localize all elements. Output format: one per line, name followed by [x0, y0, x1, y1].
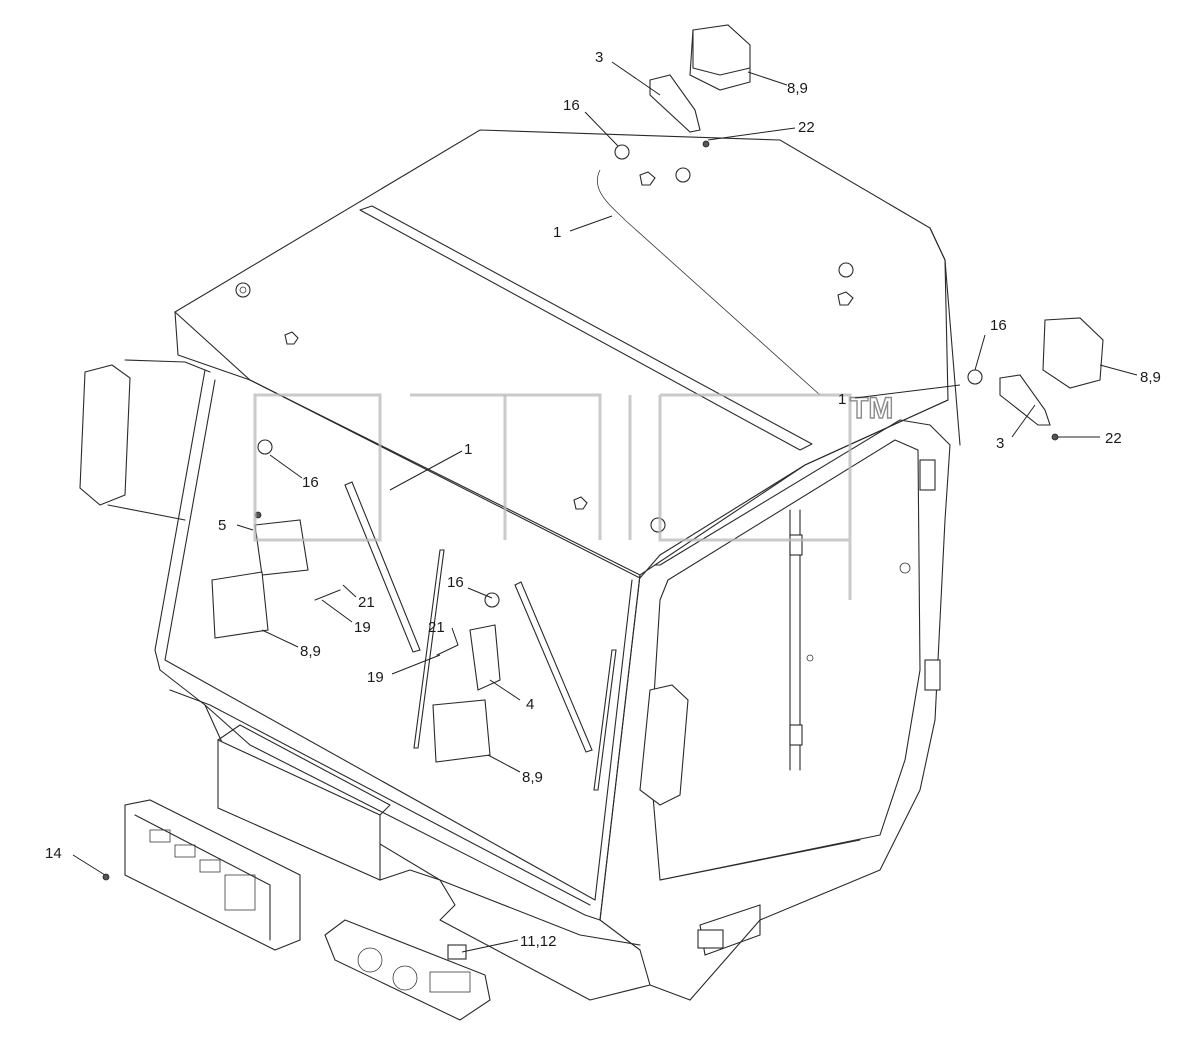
- fastener-14: [102, 873, 110, 881]
- callout-1-top: 1: [553, 224, 561, 241]
- callout-5: 5: [218, 517, 226, 534]
- callout-22-right: 22: [1105, 430, 1122, 447]
- callout-16-top: 16: [563, 97, 580, 114]
- callout-1-right: 1: [838, 391, 846, 408]
- callout-8-9-top: 8,9: [787, 80, 808, 97]
- callout-3-right: 3: [996, 435, 1004, 452]
- right-light-assembly: [967, 317, 1104, 441]
- callout-8-9-right: 8,9: [1140, 369, 1161, 386]
- callout-8-9-left: 8,9: [300, 643, 321, 660]
- callout-labels: 3 8,9 16 22 1 16 8,9 1 3 22 1 16 5 21 19…: [45, 49, 1161, 950]
- leader-lines: [72, 61, 1138, 953]
- callout-8-9-center: 8,9: [522, 769, 543, 786]
- callout-21-left: 21: [358, 594, 375, 611]
- callout-4: 4: [526, 696, 534, 713]
- callout-3-top: 3: [595, 49, 603, 66]
- cab-roof: [174, 129, 961, 579]
- callout-16-center: 16: [447, 574, 464, 591]
- callout-16-left: 16: [302, 474, 319, 491]
- center-light-assembly: [432, 592, 501, 763]
- floor-plate: [379, 869, 651, 1001]
- watermark: TM: [253, 391, 894, 600]
- left-light-assembly: [211, 439, 341, 639]
- callout-11-12: 11,12: [520, 933, 556, 950]
- right-mirror: [639, 684, 689, 806]
- callout-19-center: 19: [367, 669, 384, 686]
- callout-21-center: 21: [428, 619, 445, 636]
- callout-16-right: 16: [990, 317, 1007, 334]
- callout-22-top: 22: [798, 119, 815, 136]
- callout-19-left: 19: [354, 619, 371, 636]
- watermark-tm: TM: [850, 392, 893, 425]
- callout-1-mid: 1: [464, 441, 472, 458]
- left-mirror: [79, 359, 211, 521]
- top-light-assembly: [614, 24, 751, 160]
- callout-14: 14: [45, 845, 62, 862]
- wipers: [344, 481, 617, 791]
- control-panel-14: [124, 799, 301, 951]
- instrument-panel-1112: [324, 919, 491, 1021]
